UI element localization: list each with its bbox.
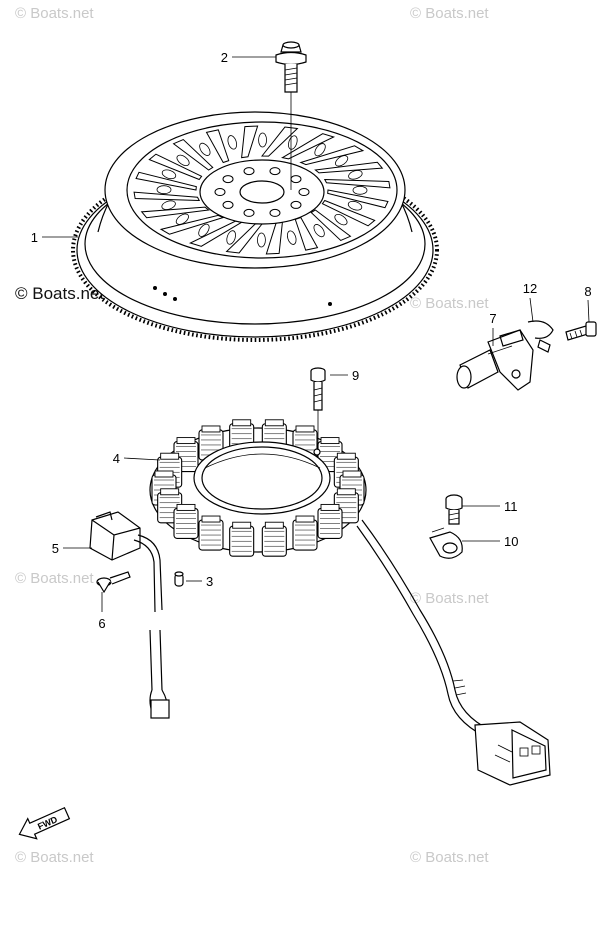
fan-slot xyxy=(286,230,297,245)
callout-12: 12 xyxy=(523,281,537,296)
fan-slot xyxy=(258,132,267,148)
watermark-layer: © Boats.net © Boats.net © Boats.net © Bo… xyxy=(15,5,489,866)
hub-hole xyxy=(243,208,255,217)
callout-1: 1 xyxy=(31,230,38,245)
watermark-bottom-right: © Boats.net xyxy=(410,849,489,866)
fan-slot xyxy=(198,223,210,237)
fan-blade xyxy=(327,189,389,209)
watermark-mid-right: © Boats.net xyxy=(410,295,489,312)
callout-3: 3 xyxy=(206,574,213,589)
stator-wire-harness xyxy=(356,519,551,786)
stator-screw xyxy=(310,367,326,450)
hub-hole xyxy=(222,200,234,209)
sensor-screw xyxy=(565,321,597,341)
pulser-screw xyxy=(96,571,131,594)
fan-slot xyxy=(175,213,189,225)
callout-layer: 2 1 9 4 5 3 6 7 12 8 11 10 xyxy=(31,50,592,631)
flywheel-hub-holes xyxy=(214,167,310,217)
fan-slot xyxy=(199,142,211,156)
stator-winding xyxy=(261,521,287,557)
fan-slot xyxy=(227,135,238,150)
flywheel-fan-blades xyxy=(133,125,391,255)
callout-5: 5 xyxy=(52,541,59,556)
fan-blade xyxy=(148,153,203,181)
hub-hole xyxy=(243,167,255,176)
pulser-coil xyxy=(89,511,170,719)
fan-blade xyxy=(260,126,299,157)
dowel-pin xyxy=(174,571,184,587)
hub-hole xyxy=(214,188,226,196)
fan-blade xyxy=(140,206,210,219)
callout-6: 6 xyxy=(98,616,105,631)
hub-hole xyxy=(290,200,302,209)
fan-blade xyxy=(321,199,376,227)
stator-coil xyxy=(149,419,367,557)
stator-winding xyxy=(198,515,224,551)
hub-hole xyxy=(269,167,281,176)
callout-10: 10 xyxy=(504,534,518,549)
fan-blade xyxy=(310,209,352,242)
fan-blade xyxy=(314,161,384,174)
fan-slot xyxy=(176,154,190,167)
fwd-label: FWD xyxy=(36,814,59,832)
fan-blade xyxy=(281,133,336,160)
harness-clamp xyxy=(429,527,463,559)
fan-blade xyxy=(172,138,214,171)
stator-winding xyxy=(317,503,343,539)
hub-hole xyxy=(298,188,310,196)
fan-slot xyxy=(156,185,172,195)
callout-8: 8 xyxy=(584,284,591,299)
flywheel-rotor xyxy=(71,111,439,342)
fan-slot xyxy=(347,200,363,211)
fan-blade xyxy=(299,145,365,166)
fan-slot xyxy=(161,200,176,210)
crank-position-sensor xyxy=(456,329,534,391)
fan-slot xyxy=(348,170,363,180)
watermark-top-right: © Boats.net xyxy=(410,5,489,22)
callout-4: 4 xyxy=(113,451,120,466)
fan-slot xyxy=(334,213,348,226)
callout-11: 11 xyxy=(504,499,518,514)
fan-blade xyxy=(135,171,197,191)
fan-slot xyxy=(313,224,325,238)
fan-slot xyxy=(314,143,326,157)
stator-winding xyxy=(229,521,255,557)
fan-blade xyxy=(323,178,391,189)
fwd-arrow: FWD xyxy=(18,806,71,840)
callout-7: 7 xyxy=(489,311,496,326)
hub-hole xyxy=(222,175,234,184)
fan-blade xyxy=(241,125,259,159)
flywheel-bolt xyxy=(275,41,307,190)
fan-slot xyxy=(257,232,266,248)
sensor-clamp xyxy=(527,320,554,353)
watermark-main: © Boats.net xyxy=(15,284,104,303)
fan-slot xyxy=(335,155,349,167)
watermark-top-left: © Boats.net xyxy=(15,5,94,22)
fan-slot xyxy=(161,169,177,180)
callout-2: 2 xyxy=(221,50,228,65)
fan-slot xyxy=(352,185,368,195)
fan-blade xyxy=(205,129,230,164)
fan-slot xyxy=(226,230,236,245)
hub-hole xyxy=(269,208,281,217)
watermark-lower-right: © Boats.net xyxy=(410,590,489,607)
stator-winding xyxy=(292,515,318,551)
fan-blade xyxy=(133,191,201,202)
clamp-bolt xyxy=(445,494,463,525)
callout-9: 9 xyxy=(352,368,359,383)
watermark-lower-left: © Boats.net xyxy=(15,570,94,587)
stator-winding xyxy=(173,503,199,539)
hub-hole xyxy=(290,175,302,184)
watermark-bottom-left: © Boats.net xyxy=(15,849,94,866)
